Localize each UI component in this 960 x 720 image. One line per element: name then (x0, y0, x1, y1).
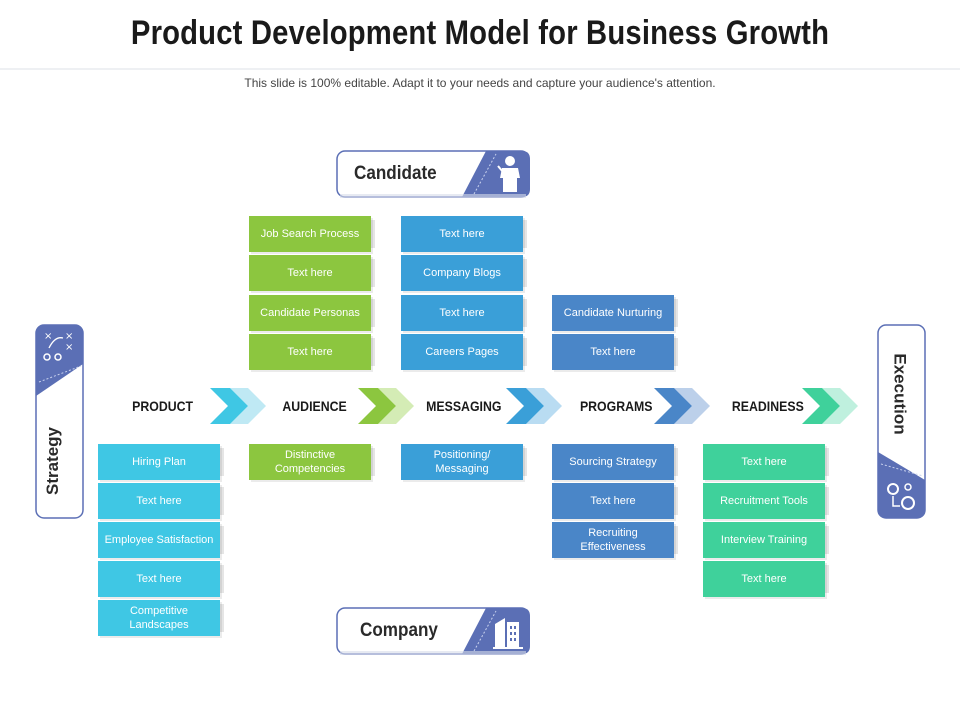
product-box: Text here (98, 561, 224, 597)
company-card: Company (336, 607, 532, 657)
messaging-box: Company Blogs (401, 255, 527, 291)
readiness-box: Text here (703, 561, 829, 597)
building-icon (493, 618, 523, 649)
product-box: Text here (98, 483, 224, 519)
strategy-card: × × × Strategy (35, 324, 85, 520)
product-box: Hiring Plan (98, 444, 224, 480)
stage-readiness: READINESS (731, 398, 804, 414)
candidate-card: Candidate (336, 150, 532, 200)
presenter-icon (497, 156, 520, 192)
stage-audience: AUDIENCE (282, 398, 347, 414)
page-subtitle: This slide is 100% editable. Adapt it to… (244, 76, 716, 90)
programs-box: Text here (552, 483, 678, 519)
programs-box: Text here (552, 334, 678, 370)
readiness-box: Interview Training (703, 522, 829, 558)
execution-label: Execution (890, 353, 910, 435)
messaging-box: Text here (401, 216, 527, 252)
svg-text:×: × (44, 331, 52, 342)
product-box: Employee Satisfaction (98, 522, 224, 558)
candidate-label: Candidate (354, 163, 437, 184)
audience-box: Distinctive Competencies (249, 444, 375, 480)
audience-box: Text here (249, 334, 375, 370)
chevron-arrow-icon (802, 388, 858, 424)
chevron-arrow-icon (358, 388, 414, 424)
chevron-arrow-icon (210, 388, 266, 424)
strategy-play-icon: × × × (43, 331, 73, 361)
messaging-box: Positioning/ Messaging (401, 444, 527, 480)
company-label: Company (360, 620, 438, 641)
messaging-box: Text here (401, 295, 527, 331)
strategy-label: Strategy (43, 426, 63, 496)
programs-box: Candidate Nurturing (552, 295, 678, 331)
svg-text:×: × (65, 331, 73, 342)
programs-box: Recruiting Effectiveness (552, 522, 678, 558)
audience-box: Candidate Personas (249, 295, 375, 331)
execution-card: Execution (877, 324, 927, 520)
page-title: Product Development Model for Business G… (130, 14, 830, 52)
readiness-box: Recruitment Tools (703, 483, 829, 519)
svg-text:×: × (65, 342, 73, 353)
readiness-box: Text here (703, 444, 829, 480)
stage-programs: PROGRAMS (579, 398, 653, 414)
programs-box: Sourcing Strategy (552, 444, 678, 480)
messaging-box: Careers Pages (401, 334, 527, 370)
chevron-arrow-icon (654, 388, 710, 424)
stage-product: PRODUCT (132, 398, 194, 414)
gears-icon (887, 483, 915, 510)
audience-box: Text here (249, 255, 375, 291)
stage-messaging: MESSAGING (426, 398, 502, 414)
title-divider (0, 68, 960, 70)
audience-box: Job Search Process (249, 216, 375, 252)
product-box: Competitive Landscapes (98, 600, 224, 636)
chevron-arrow-icon (506, 388, 562, 424)
